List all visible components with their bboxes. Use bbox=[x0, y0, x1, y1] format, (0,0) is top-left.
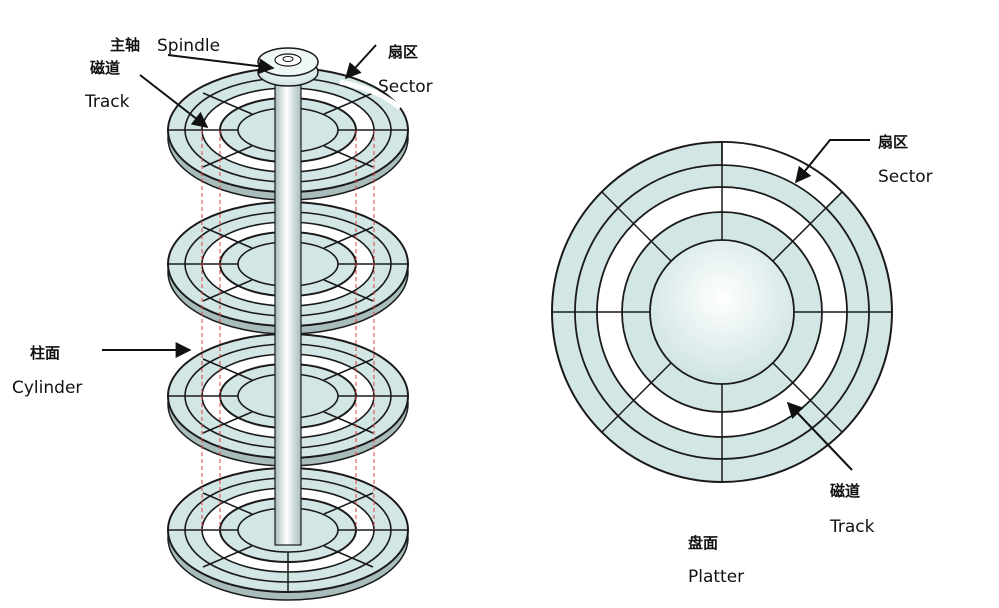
right-annotations: 扇区 Sector 磁道 Track 盘面 Platter bbox=[688, 133, 933, 587]
sector-arrow-left bbox=[344, 44, 377, 80]
platter-top-view bbox=[551, 141, 893, 483]
track-arrow-left bbox=[139, 74, 209, 128]
sector-arrow-right bbox=[794, 139, 870, 184]
left-annotations: 主轴 Spindle 磁道 Track 扇区 Sector 柱面 Cylinde… bbox=[12, 36, 433, 398]
spindle-arrow bbox=[167, 54, 275, 75]
spindle-label-cn: 主轴 bbox=[110, 36, 140, 54]
sector-label-cn-right: 扇区 bbox=[878, 133, 908, 151]
platter-label-cn: 盘面 bbox=[688, 534, 718, 552]
spindle-label-en: Spindle bbox=[157, 36, 220, 56]
platter-stack bbox=[167, 47, 409, 601]
sector-label-cn-left: 扇区 bbox=[388, 43, 418, 61]
track-arrow-right bbox=[786, 401, 853, 471]
cylinder-guides bbox=[201, 130, 375, 530]
platter-label-en: Platter bbox=[688, 567, 744, 587]
sector-label-en-left: Sector bbox=[378, 77, 433, 97]
cylinder-label-en: Cylinder bbox=[12, 378, 82, 398]
sector-label-en-right: Sector bbox=[878, 167, 933, 187]
cylinder-label-cn: 柱面 bbox=[30, 344, 60, 362]
track-label-cn-right: 磁道 bbox=[830, 482, 860, 500]
track-label-en-right: Track bbox=[829, 517, 875, 537]
sector-highlight bbox=[339, 79, 402, 110]
track-label-cn-left: 磁道 bbox=[90, 59, 120, 77]
track-label-en-left: Track bbox=[84, 92, 130, 112]
